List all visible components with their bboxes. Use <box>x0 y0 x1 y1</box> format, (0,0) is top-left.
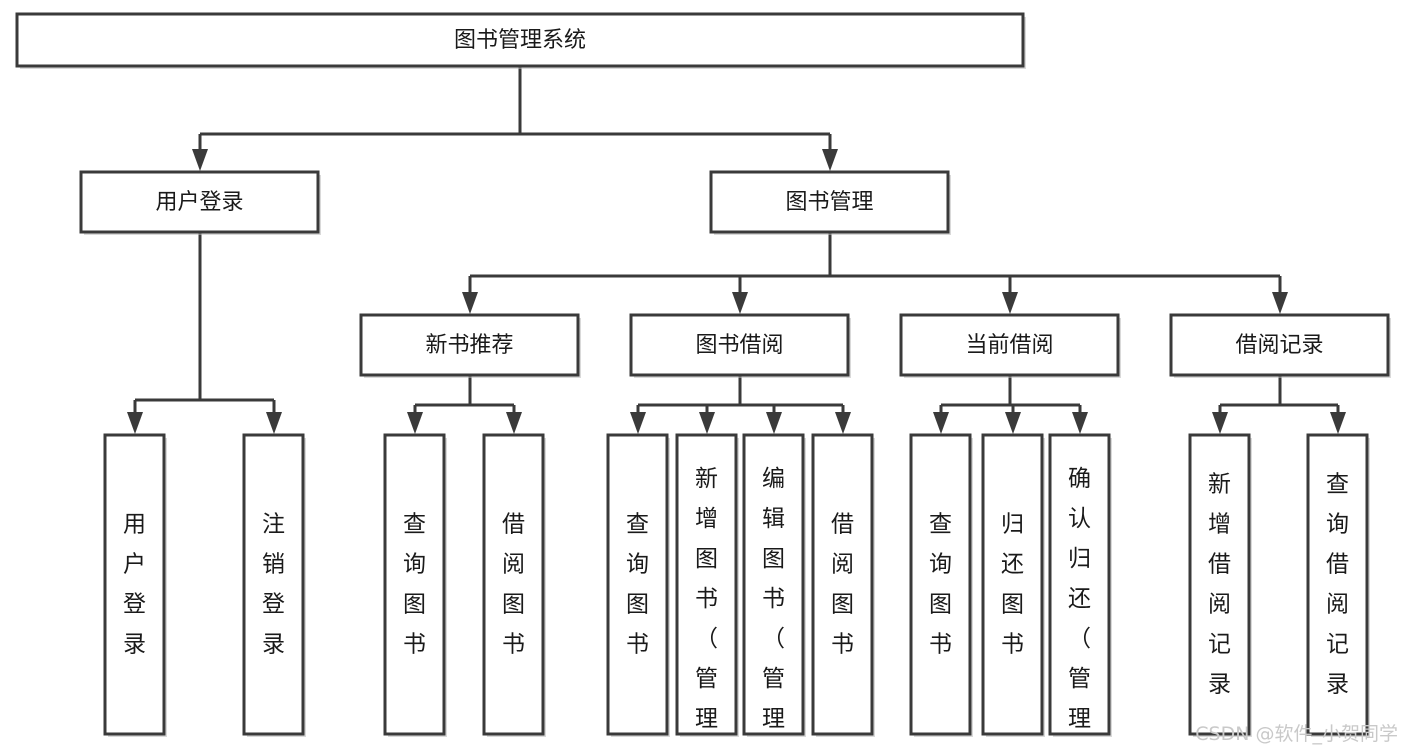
node-box[interactable] <box>1048 433 1111 736</box>
edge-arrowhead <box>127 412 143 434</box>
node-leaf-br-add[interactable]: 新增借阅记录 <box>1188 433 1252 737</box>
node-label: 借阅记录 <box>1235 333 1323 358</box>
node-box[interactable] <box>629 313 850 377</box>
node-label: 图书管理 <box>785 190 873 215</box>
node-leaf-cb-return[interactable]: 归还图书 <box>981 433 1045 737</box>
node-user-login[interactable]: 用户登录 <box>79 170 321 235</box>
edge-group-user-login <box>127 232 282 434</box>
node-current-borrow[interactable]: 当前借阅 <box>899 313 1121 378</box>
node-label: 编辑图书（管理员） <box>762 466 785 747</box>
node-borrow-record[interactable]: 借阅记录 <box>1169 313 1391 378</box>
node-leaf-bb-edit[interactable]: 编辑图书（管理员） <box>742 433 806 747</box>
node-leaf-cb-confirm[interactable]: 确认归还（管理员） <box>1048 433 1112 747</box>
node-box[interactable] <box>1169 313 1390 377</box>
node-box[interactable] <box>383 433 446 736</box>
node-leaf-user-login[interactable]: 用户登录 <box>103 433 167 737</box>
node-box[interactable] <box>606 433 669 736</box>
edge-arrowhead <box>933 412 949 434</box>
node-root[interactable]: 图书管理系统 <box>15 12 1026 69</box>
node-label: 查询图书 <box>929 511 952 657</box>
node-box[interactable] <box>79 170 320 234</box>
node-box[interactable] <box>482 433 545 736</box>
node-box[interactable] <box>103 433 166 736</box>
node-book-manage[interactable]: 图书管理 <box>709 170 951 235</box>
node-label: 借阅图书 <box>831 511 854 657</box>
node-leaf-rec-query[interactable]: 查询图书 <box>383 433 447 737</box>
edge-arrowhead <box>766 412 782 434</box>
node-label: 归还图书 <box>1001 511 1024 657</box>
node-box[interactable] <box>15 12 1025 68</box>
node-book-borrow[interactable]: 图书借阅 <box>629 313 851 378</box>
edge-arrowhead <box>1212 412 1228 434</box>
node-box[interactable] <box>1188 433 1251 736</box>
edge-arrowhead <box>1005 412 1021 434</box>
edge-group-new-book-rec <box>407 375 522 434</box>
node-box[interactable] <box>359 313 580 377</box>
nodes-layer: 图书管理系统用户登录图书管理新书推荐图书借阅当前借阅借阅记录用户登录注销登录查询… <box>15 12 1391 747</box>
node-label: 新书推荐 <box>425 333 513 358</box>
edge-group-book-borrow <box>630 375 851 434</box>
edge-arrowhead <box>1330 412 1346 434</box>
edge-arrowhead <box>699 412 715 434</box>
edge-arrowhead <box>822 149 838 171</box>
edge-arrowhead <box>835 412 851 434</box>
edge-arrowhead <box>192 149 208 171</box>
node-leaf-bb-borrow[interactable]: 借阅图书 <box>811 433 875 737</box>
edges-layer <box>127 66 1346 434</box>
node-label: 查询借阅记录 <box>1326 471 1349 697</box>
edge-arrowhead <box>1272 292 1288 314</box>
node-label: 用户登录 <box>123 511 146 657</box>
edge-group-book-manage <box>462 232 1288 314</box>
node-leaf-user-logout[interactable]: 注销登录 <box>242 433 306 737</box>
node-label: 当前借阅 <box>965 333 1053 358</box>
node-label: 确认归还（管理员） <box>1068 466 1091 747</box>
node-box[interactable] <box>981 433 1044 736</box>
edge-arrowhead <box>462 292 478 314</box>
edge-arrowhead <box>407 412 423 434</box>
edge-arrowhead <box>1002 292 1018 314</box>
node-box[interactable] <box>675 433 738 736</box>
node-box[interactable] <box>242 433 305 736</box>
watermark-label: CSDN @软件_小贺同学 <box>1195 723 1398 745</box>
node-label: 新增借阅记录 <box>1208 471 1231 697</box>
node-leaf-bb-add[interactable]: 新增图书（管理员） <box>675 433 739 747</box>
node-label: 查询图书 <box>626 511 649 657</box>
node-label: 图书管理系统 <box>454 28 586 53</box>
node-leaf-br-query[interactable]: 查询借阅记录 <box>1306 433 1370 737</box>
edge-group-root <box>192 66 838 171</box>
node-label: 用户登录 <box>155 190 243 215</box>
node-label: 注销登录 <box>262 511 285 657</box>
edge-arrowhead <box>266 412 282 434</box>
node-box[interactable] <box>811 433 874 736</box>
node-box[interactable] <box>709 170 950 234</box>
node-leaf-bb-query[interactable]: 查询图书 <box>606 433 670 737</box>
node-leaf-rec-borrow[interactable]: 借阅图书 <box>482 433 546 737</box>
edge-arrowhead <box>732 292 748 314</box>
node-new-book-rec[interactable]: 新书推荐 <box>359 313 581 378</box>
edge-group-borrow-record <box>1212 375 1346 434</box>
node-box[interactable] <box>742 433 805 736</box>
node-label: 查询图书 <box>403 511 426 657</box>
edge-arrowhead <box>506 412 522 434</box>
node-leaf-cb-query[interactable]: 查询图书 <box>909 433 973 737</box>
edge-arrowhead <box>630 412 646 434</box>
node-box[interactable] <box>899 313 1120 377</box>
edge-group-current-borrow <box>933 375 1088 434</box>
node-label: 新增图书（管理员） <box>695 466 718 747</box>
node-label: 借阅图书 <box>502 511 525 657</box>
node-label: 图书借阅 <box>695 333 783 358</box>
node-box[interactable] <box>1306 433 1369 736</box>
node-box[interactable] <box>909 433 972 736</box>
edge-arrowhead <box>1072 412 1088 434</box>
